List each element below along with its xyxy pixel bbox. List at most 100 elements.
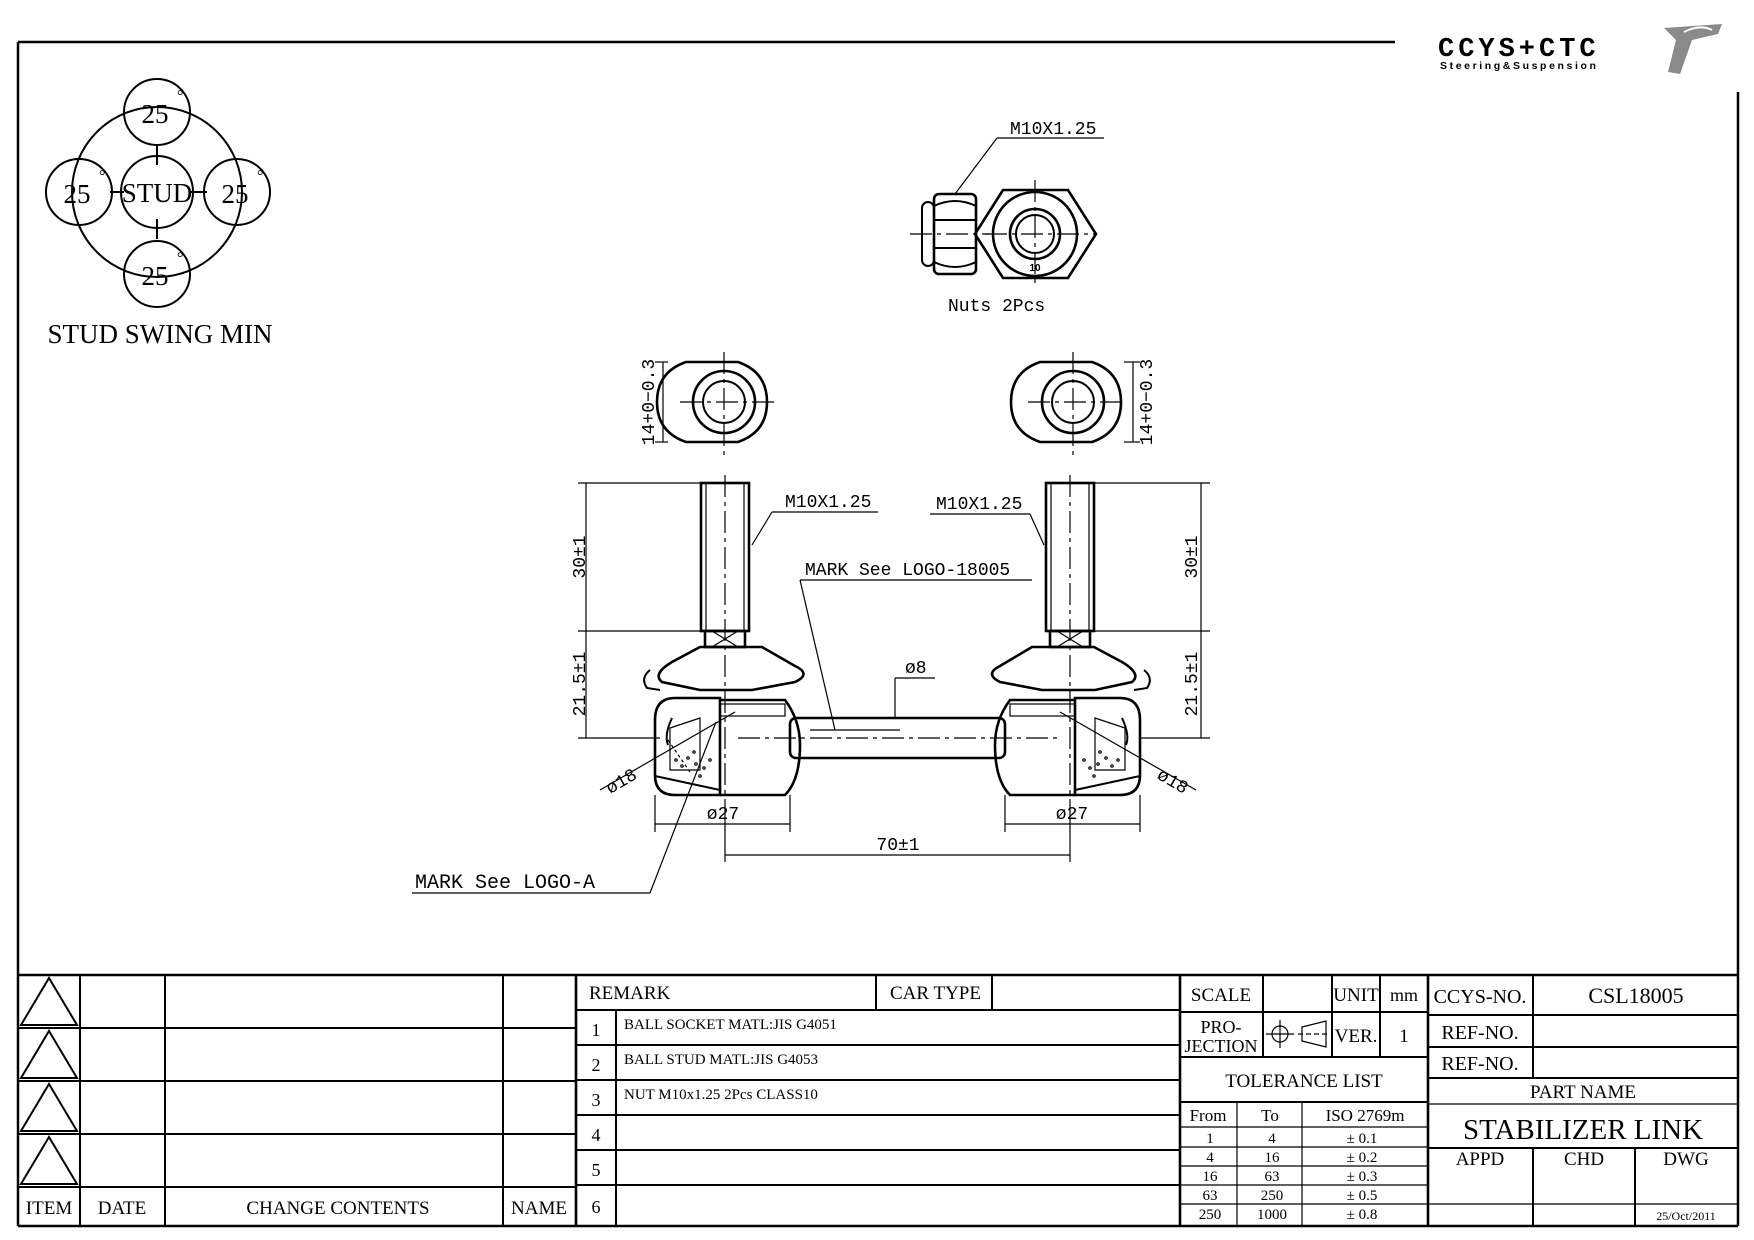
tol-value: ± 0.8 (1347, 1207, 1378, 1223)
mark-logo-18005: MARK See LOGO-18005 (805, 561, 1010, 581)
drawing-date: 25/Oct/2011 (1656, 1209, 1716, 1223)
revision-triangle-icon (19, 976, 79, 1026)
tol-to: 16 (1265, 1150, 1281, 1166)
stud-swing-diagram: STUD 25 25 25 25 ° ° ° ° STUD SWING MIN (45, 78, 273, 349)
degree-mark: ° (177, 250, 183, 267)
revision-triangle-icon (19, 1082, 79, 1132)
left-housing-dia: ø27 (707, 805, 739, 825)
tol-to: 1000 (1257, 1207, 1287, 1223)
tol-from: 16 (1203, 1169, 1219, 1185)
remark-text: NUT M10x1.25 2Pcs CLASS10 (624, 1087, 818, 1103)
ref-no-label: REF-NO. (1441, 1053, 1518, 1075)
spec-block: SCALE UNIT mm PRO- JECTION VER. 1 TOLERA… (1180, 975, 1430, 1226)
projection-symbol-icon (1266, 1020, 1330, 1048)
dimension-lines: 30±1 21.5±1 30±1 21.5±1 ø27 ø27 70±1 ø18… (412, 482, 1210, 895)
header-change-contents: CHANGE CONTENTS (246, 1198, 429, 1219)
center-distance: 70±1 (876, 836, 919, 856)
revision-table: ITEM DATE CHANGE CONTENTS NAME (18, 975, 578, 1226)
right-eye-width: 14+0−0.3 (1138, 359, 1158, 445)
projection-label-2: JECTION (1185, 1036, 1258, 1056)
unit-value: mm (1390, 985, 1418, 1005)
nut-grade-mark: 10 (1029, 263, 1041, 274)
remark-no: 3 (592, 1090, 601, 1110)
revision-triangle-icon (19, 1135, 79, 1185)
stud-label: STUD (122, 178, 193, 208)
revision-triangle-icon (19, 1029, 79, 1079)
nuts-caption: Nuts 2Pcs (948, 297, 1045, 317)
header-item: ITEM (26, 1198, 73, 1219)
tol-to: 63 (1265, 1169, 1280, 1185)
tol-from: 250 (1199, 1207, 1222, 1223)
right-upper-height: 30±1 (1183, 535, 1203, 578)
remark-no: 4 (592, 1125, 601, 1145)
projection-label-1: PRO- (1200, 1017, 1241, 1037)
appd-label: APPD (1456, 1149, 1505, 1170)
right-lower-height: 21.5±1 (1183, 652, 1203, 717)
right-housing-dia: ø27 (1056, 805, 1088, 825)
swing-angle-right: 25 (222, 179, 249, 209)
ver-label: VER. (1335, 1026, 1378, 1047)
drawing-border (16, 40, 1740, 1228)
logo-brand: CCYS+CTC (1438, 35, 1600, 65)
tol-to: 250 (1261, 1188, 1284, 1204)
header-date: DATE (98, 1198, 147, 1219)
tol-value: ± 0.3 (1347, 1169, 1378, 1185)
ccys-no-value: CSL18005 (1588, 983, 1683, 1008)
chd-label: CHD (1564, 1149, 1604, 1170)
degree-mark: ° (257, 168, 263, 185)
eye-view-left: 14+0−0.3 (640, 352, 778, 456)
left-ball-dia: ø18 (603, 766, 641, 800)
tol-from: 4 (1206, 1150, 1214, 1166)
ccys-no-label: CCYS-NO. (1434, 986, 1527, 1008)
ver-value: 1 (1399, 1026, 1409, 1047)
title-block: CCYS-NO. CSL18005 REF-NO. REF-NO. PART N… (1428, 975, 1738, 1226)
logo-tagline: Steering&Suspension (1440, 60, 1599, 72)
swing-angle-bottom: 25 (142, 261, 169, 291)
stud-circle (120, 155, 194, 229)
tol-value: ± 0.2 (1347, 1150, 1378, 1166)
part-name-label: PART NAME (1530, 1082, 1636, 1103)
remark-no: 2 (592, 1055, 601, 1075)
swing-angle-top: 25 (142, 99, 169, 129)
left-eye-width: 14+0−0.3 (640, 359, 660, 445)
tol-to: 4 (1268, 1131, 1276, 1147)
mark-logo-a: MARK See LOGO-A (415, 872, 595, 895)
scale-label: SCALE (1191, 985, 1251, 1006)
tol-value: ± 0.5 (1347, 1188, 1378, 1204)
tol-value: ± 0.1 (1347, 1131, 1378, 1147)
tol-from: 1 (1206, 1131, 1214, 1147)
left-upper-height: 30±1 (571, 535, 591, 578)
ref-no-label: REF-NO. (1441, 1022, 1518, 1044)
part-name: STABILIZER LINK (1463, 1114, 1703, 1146)
nut-thread-label: M10X1.25 (1010, 120, 1096, 140)
tol-header-iso: ISO 2769m (1326, 1106, 1405, 1125)
car-type-label: CAR TYPE (890, 983, 981, 1004)
bar-dia: ø8 (905, 659, 927, 679)
dwg-label: DWG (1663, 1149, 1709, 1170)
remarks-table: REMARK CAR TYPE 1 BALL SOCKET MATL:JIS G… (576, 975, 1182, 1226)
tol-header-to: To (1261, 1106, 1279, 1125)
tol-header-from: From (1190, 1106, 1227, 1125)
stud-swing-caption: STUD SWING MIN (48, 319, 273, 349)
remark-no: 6 (592, 1197, 601, 1217)
right-ball-dia: ø18 (1153, 766, 1191, 800)
eye-view-right: 14+0−0.3 (1009, 352, 1158, 456)
degree-mark: ° (177, 88, 183, 105)
nut-views: 10 M10X1.25 Nuts 2Pcs (910, 120, 1104, 317)
remark-no: 1 (592, 1020, 601, 1040)
right-thread-label: M10X1.25 (936, 495, 1022, 515)
remark-no: 5 (592, 1160, 601, 1180)
tolerance-title: TOLERANCE LIST (1225, 1071, 1383, 1092)
remark-text: BALL SOCKET MATL:JIS G4051 (624, 1017, 837, 1033)
left-thread-label: M10X1.25 (785, 493, 871, 513)
header-name: NAME (511, 1198, 567, 1219)
unit-label: UNIT (1333, 985, 1379, 1006)
stabilizer-link-side-view (643, 475, 1151, 800)
left-lower-height: 21.5±1 (571, 652, 591, 717)
swing-angle-left: 25 (64, 179, 91, 209)
logo-emblem-icon (1664, 24, 1722, 74)
remark-header: REMARK (589, 983, 671, 1004)
remark-text: BALL STUD MATL:JIS G4053 (624, 1052, 818, 1068)
tol-from: 63 (1203, 1188, 1218, 1204)
